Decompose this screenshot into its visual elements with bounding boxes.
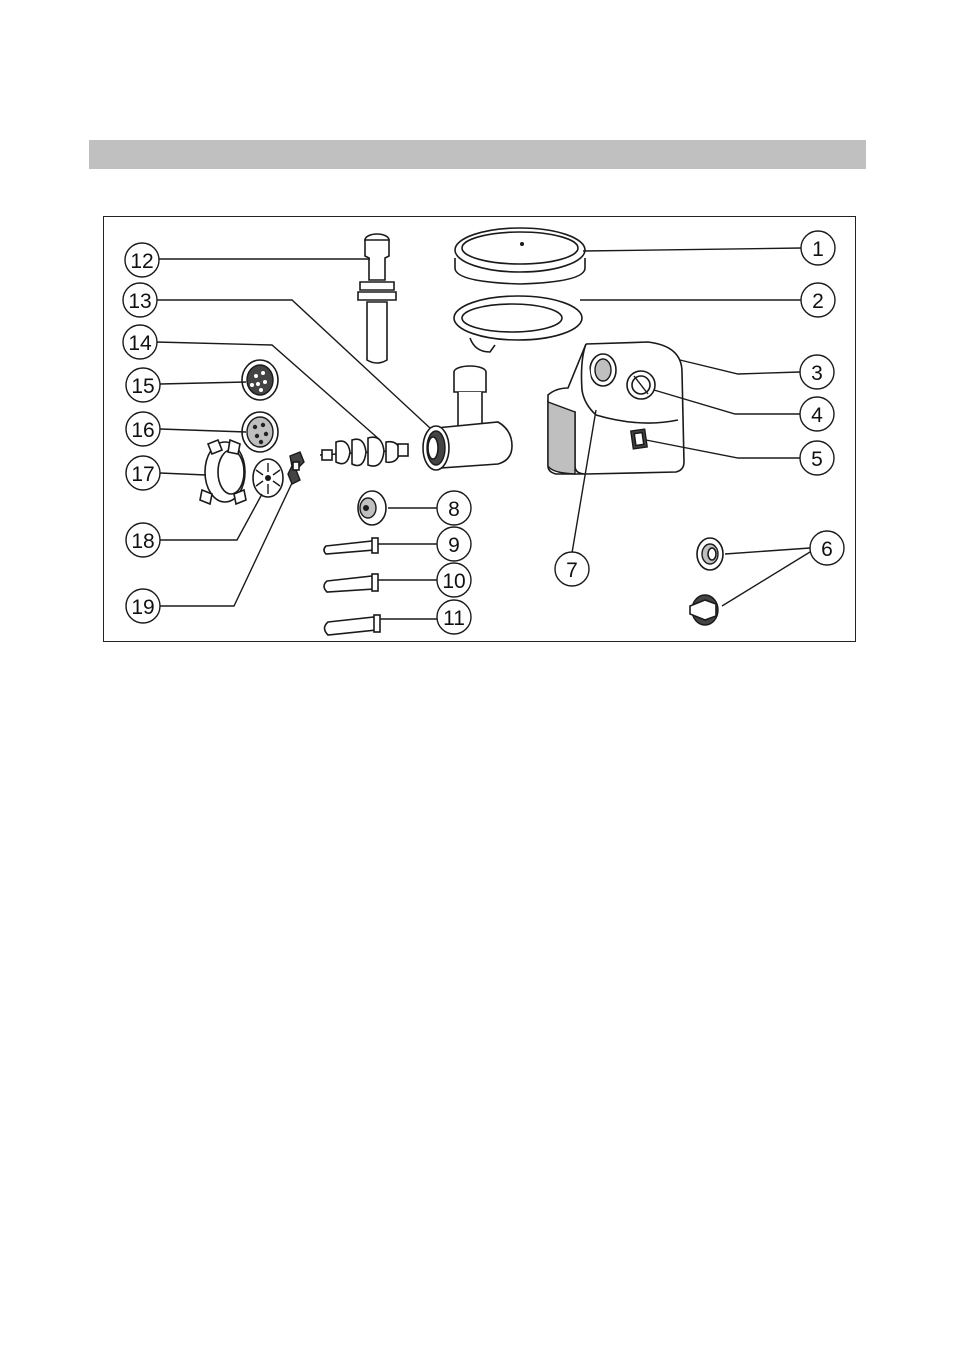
svg-text:9: 9 <box>448 534 460 557</box>
callout-2: 2 <box>801 283 835 317</box>
callout-12: 12 <box>125 243 159 277</box>
svg-text:2: 2 <box>812 290 824 313</box>
svg-text:4: 4 <box>811 404 823 427</box>
svg-text:16: 16 <box>131 419 154 442</box>
svg-text:1: 1 <box>812 238 824 261</box>
part-cutting-blade <box>288 452 304 484</box>
svg-text:14: 14 <box>128 332 152 355</box>
svg-text:11: 11 <box>443 607 465 630</box>
part-worm-screw <box>320 437 408 466</box>
part-sausage-base <box>358 491 386 525</box>
part-fine-plate <box>242 412 278 452</box>
callout-19: 19 <box>126 589 160 623</box>
svg-text:19: 19 <box>131 596 154 619</box>
svg-text:17: 17 <box>131 463 154 486</box>
part-coarse-plate <box>242 360 278 400</box>
svg-text:7: 7 <box>566 559 578 582</box>
part-tray-ring <box>454 296 582 352</box>
svg-text:12: 12 <box>130 250 153 273</box>
part-sausage-disc <box>253 459 283 497</box>
callout-16: 16 <box>126 412 160 446</box>
part-hopper-tray <box>455 228 585 284</box>
callout-8: 8 <box>437 491 471 525</box>
callout-11: 11 <box>437 600 471 634</box>
callout-17: 17 <box>126 456 160 490</box>
callout-1: 1 <box>801 231 835 265</box>
part-food-pusher <box>358 234 396 363</box>
svg-text:8: 8 <box>448 498 460 521</box>
svg-text:18: 18 <box>131 530 154 553</box>
part-control-knob <box>627 371 655 399</box>
svg-text:10: 10 <box>442 570 465 593</box>
svg-text:5: 5 <box>811 448 823 471</box>
part-grinder-head <box>423 366 512 470</box>
callout-13: 13 <box>123 283 157 317</box>
callout-5: 5 <box>800 441 834 475</box>
part-nozzle-large <box>325 615 381 635</box>
svg-text:15: 15 <box>131 375 154 398</box>
part-ring-nut <box>200 440 246 504</box>
part-kubbe-attachment <box>690 538 723 625</box>
callout-10: 10 <box>437 563 471 597</box>
callout-18: 18 <box>126 523 160 557</box>
callout-6: 6 <box>810 531 844 565</box>
callout-14: 14 <box>123 325 157 359</box>
part-nozzle-medium <box>324 574 378 592</box>
callout-15: 15 <box>126 368 160 402</box>
part-switch <box>631 429 647 449</box>
svg-text:13: 13 <box>128 290 151 313</box>
svg-text:3: 3 <box>811 362 823 385</box>
part-motor-housing <box>548 342 684 474</box>
callout-9: 9 <box>437 527 471 561</box>
callout-3: 3 <box>800 355 834 389</box>
callout-7: 7 <box>555 552 589 586</box>
part-nozzle-small <box>324 538 378 554</box>
callout-4: 4 <box>800 397 834 431</box>
svg-text:6: 6 <box>821 538 833 561</box>
